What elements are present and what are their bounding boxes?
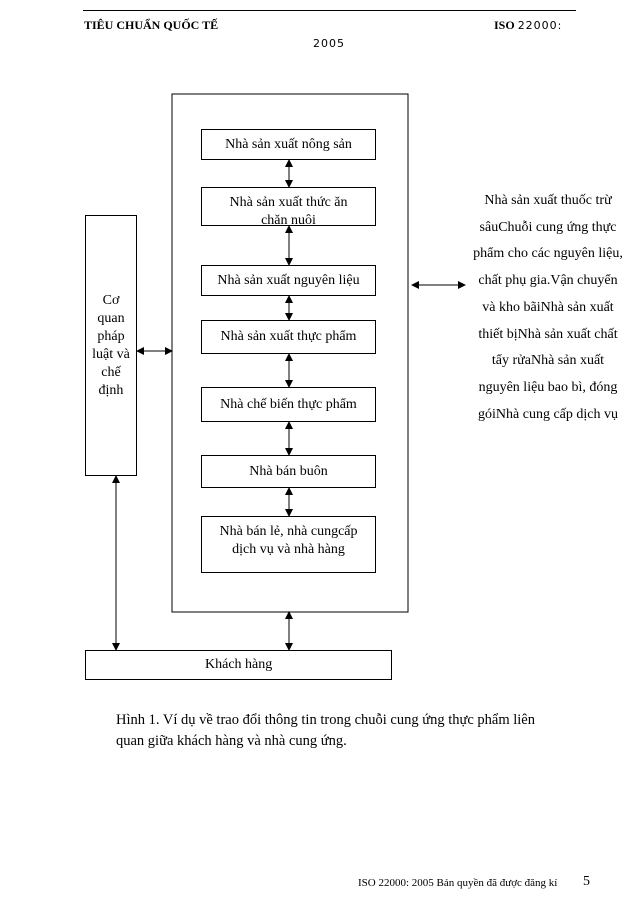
chain-node-food-producer: Nhà sản xuất thực phẩm xyxy=(201,320,376,354)
chain-node-wholesaler: Nhà bán buôn xyxy=(201,455,376,488)
chain-node-feed-producer: Nhà sản xuất thức ăn chăn nuôi xyxy=(201,187,376,228)
header-year: 2005 xyxy=(313,37,345,50)
header-iso-number: ISO 22000: xyxy=(494,18,562,33)
chain-node-retailer: Nhà bán lẻ, nhà cungcấp dịch vụ và nhà h… xyxy=(201,516,376,573)
chain-node-food-processor: Nhà chế biến thực phẩm xyxy=(201,387,376,422)
header-iso-prefix: ISO xyxy=(494,18,515,32)
page-number: 5 xyxy=(583,874,590,889)
customer-box: Khách hàng xyxy=(85,650,392,680)
regulator-box: Cơ quan pháp luật và chế định xyxy=(85,215,137,476)
figure-caption: Hình 1. Ví dụ về trao đổi thông tin tron… xyxy=(116,712,535,749)
chain-node-ingredient-producer: Nhà sản xuất nguyên liệu xyxy=(201,265,376,296)
chain-node-farm-producer: Nhà sản xuất nông sản xyxy=(201,129,376,160)
header-rule xyxy=(83,10,576,11)
side-note: Nhà sản xuất thuốc trừ sâuChuỗi cung ứng… xyxy=(473,193,623,422)
header-iso-code: 22000: xyxy=(517,19,563,32)
footer-copyright: ISO 22000: 2005 Bản quyền đã được đăng k… xyxy=(358,877,558,889)
header-standard-title: TIÊU CHUẨN QUỐC TẾ xyxy=(84,18,219,32)
